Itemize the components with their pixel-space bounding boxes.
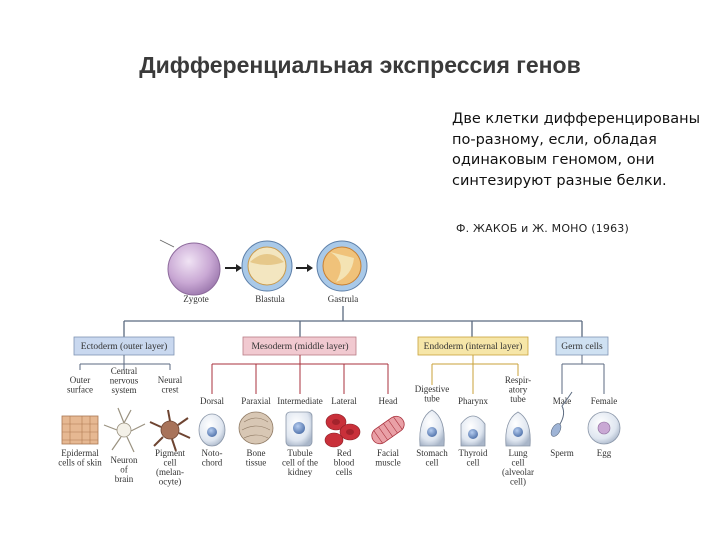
- stage-label-zygote: Zygote: [183, 294, 209, 304]
- stomach-cell-picture: [419, 409, 445, 447]
- stage-label-blastula: Blastula: [255, 294, 285, 304]
- thyroid-cell-picture: [460, 415, 486, 447]
- neuron-picture: [103, 407, 146, 453]
- notochord-picture: [198, 413, 226, 447]
- quote-text: Две клетки дифференцированы по-разному, …: [452, 111, 701, 189]
- pigment-cell-picture: [149, 409, 191, 452]
- epidermal-cell-picture: [61, 415, 99, 445]
- gastrula-stage: [316, 240, 368, 292]
- label-top-lateral: Lateral: [331, 396, 357, 406]
- label-bottom-notochord: Noto-chord: [202, 448, 223, 468]
- germ-branches: [561, 355, 605, 394]
- label-top-head: Head: [379, 396, 398, 406]
- sperm-picture: [550, 391, 573, 437]
- germ-cells-label: Germ cells: [561, 342, 603, 352]
- red-blood-cells-picture: [324, 413, 361, 448]
- tree-connectors: [123, 306, 583, 337]
- kidney-tubule-picture: [285, 411, 313, 447]
- slide-title: Дифференциальная экспрессия генов: [139, 52, 581, 78]
- endoderm-label: Endoderm (internal layer): [424, 341, 523, 352]
- ectoderm-branches: [79, 355, 171, 370]
- label-top-pharynx: Pharynx: [458, 396, 488, 406]
- endoderm-branches: [431, 355, 519, 394]
- label-top-male: Male: [553, 396, 572, 406]
- mesoderm-branches: [211, 355, 389, 394]
- label-top-intermediate: Intermediate: [277, 396, 322, 406]
- blastula-stage: [241, 240, 293, 292]
- label-bottom-sperm: Sperm: [550, 448, 574, 458]
- label-top-female: Female: [591, 396, 618, 406]
- label-top-dorsal: Dorsal: [200, 396, 224, 406]
- label-top-paraxial: Paraxial: [241, 396, 271, 406]
- zygote-stage: [159, 239, 221, 296]
- quote-citation: Ф. ЖАКОБ и Ж. МОНО (1963): [456, 222, 629, 235]
- egg-picture: [587, 411, 621, 445]
- facial-muscle-picture: [371, 415, 405, 445]
- stage-label-gastrula: Gastrula: [328, 294, 359, 304]
- label-bottom-egg: Egg: [597, 448, 612, 458]
- lung-cell-picture: [505, 411, 531, 447]
- mesoderm-label: Mesoderm (middle layer): [251, 341, 348, 352]
- bone-tissue-picture: [238, 411, 274, 445]
- ectoderm-label: Ectoderm (outer layer): [81, 341, 168, 352]
